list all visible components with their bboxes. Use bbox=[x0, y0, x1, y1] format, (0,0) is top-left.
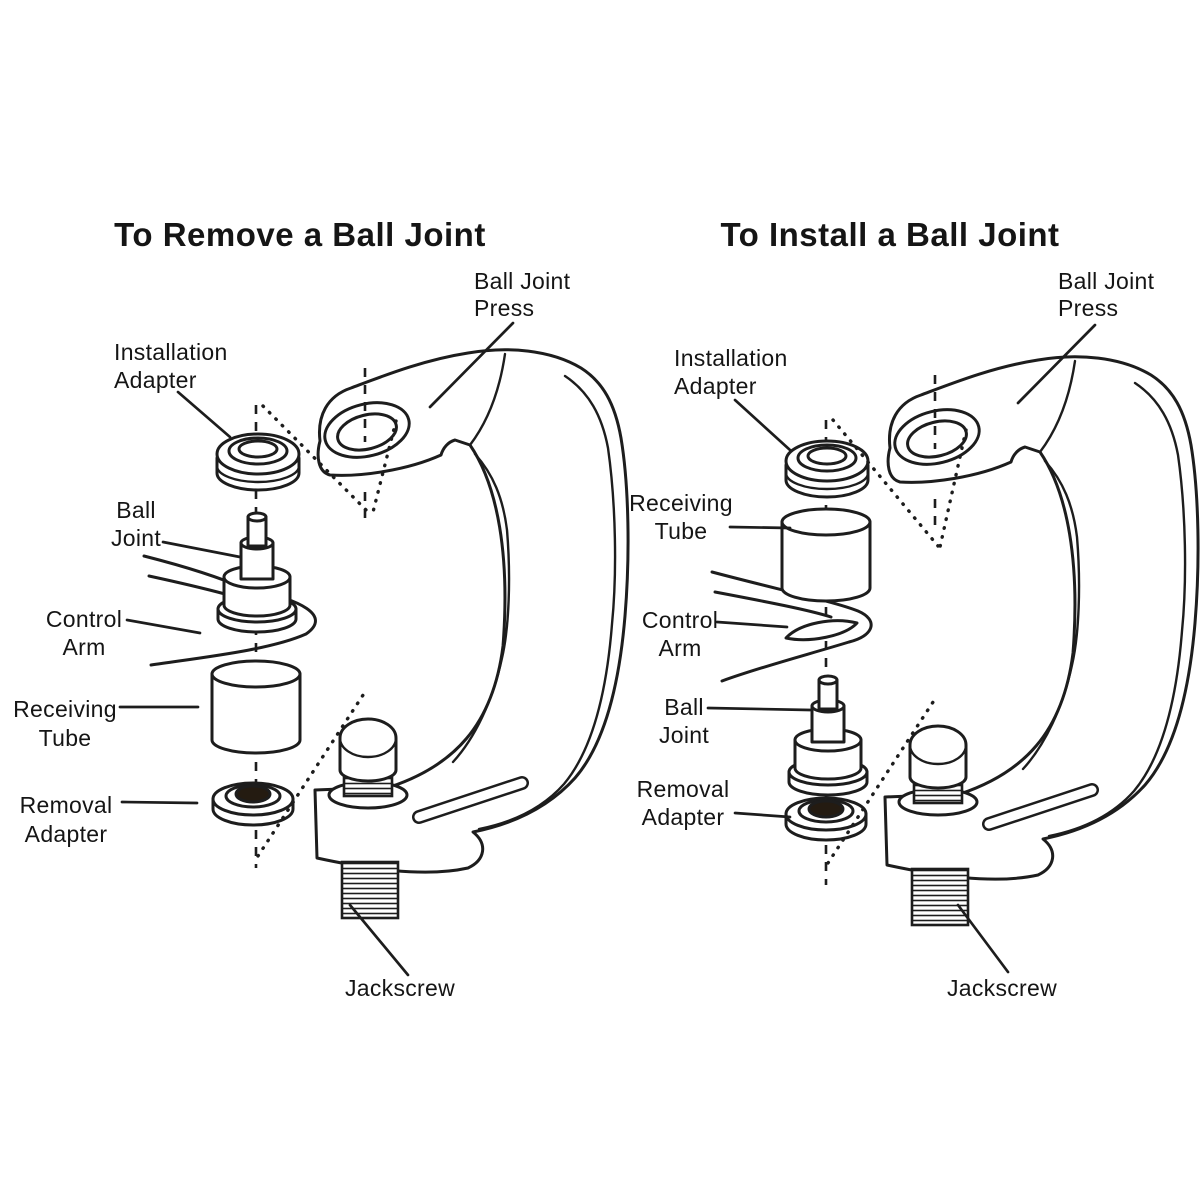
alignment-projection-lines bbox=[826, 418, 968, 865]
leader-lines bbox=[118, 321, 515, 977]
label-ball-joint-press: Ball Joint bbox=[474, 268, 571, 294]
label-installation-adapter: Installation bbox=[114, 339, 228, 365]
svg-text:Press: Press bbox=[474, 295, 534, 321]
remove-labels: Ball Joint Press Installation Adapter Ba… bbox=[13, 268, 570, 1001]
leader-ball-joint bbox=[706, 706, 812, 712]
label-control-arm: Control bbox=[46, 606, 122, 632]
label-removal-adapter: Removal bbox=[637, 776, 730, 802]
install-labels: Ball Joint Press Installation Adapter Re… bbox=[629, 268, 1154, 1001]
svg-text:Tube: Tube bbox=[655, 518, 708, 544]
install-title: To Install a Ball Joint bbox=[720, 216, 1059, 253]
leader-jackscrew bbox=[956, 903, 1010, 974]
leader-control-arm bbox=[125, 618, 202, 635]
leader-ball-joint-press bbox=[428, 321, 515, 409]
leader-control-arm bbox=[715, 620, 789, 629]
remove-diagram: To Remove a Ball Joint Ball Joint Press … bbox=[13, 216, 628, 1001]
svg-text:Tube: Tube bbox=[39, 725, 92, 751]
label-installation-adapter: Installation bbox=[674, 345, 788, 371]
svg-text:Adapter: Adapter bbox=[642, 804, 725, 830]
label-ball-joint: Ball bbox=[664, 694, 704, 720]
leader-ball-joint-press bbox=[1016, 323, 1097, 405]
control-arm-drawing bbox=[710, 570, 873, 683]
leader-installation-adapter bbox=[733, 398, 792, 452]
label-jackscrew: Jackscrew bbox=[947, 975, 1057, 1001]
leader-installation-adapter bbox=[176, 390, 232, 439]
leader-lines bbox=[706, 323, 1097, 974]
label-receiving-tube: Receiving bbox=[13, 696, 117, 722]
leader-ball-joint bbox=[161, 540, 242, 559]
alignment-projection-lines bbox=[256, 404, 398, 858]
install-diagram: To Install a Ball Joint Ball Joint Press… bbox=[629, 216, 1198, 1001]
label-control-arm: Control bbox=[642, 607, 718, 633]
svg-text:Adapter: Adapter bbox=[674, 373, 757, 399]
svg-text:Arm: Arm bbox=[62, 634, 105, 660]
label-ball-joint: Ball bbox=[116, 497, 156, 523]
label-receiving-tube: Receiving bbox=[629, 490, 733, 516]
svg-text:Arm: Arm bbox=[658, 635, 701, 661]
svg-text:Adapter: Adapter bbox=[25, 821, 108, 847]
leader-jackscrew bbox=[348, 903, 410, 977]
svg-text:Press: Press bbox=[1058, 295, 1118, 321]
svg-text:Joint: Joint bbox=[659, 722, 709, 748]
leader-removal-adapter bbox=[733, 811, 792, 819]
svg-text:Adapter: Adapter bbox=[114, 367, 197, 393]
remove-title: To Remove a Ball Joint bbox=[114, 216, 486, 253]
svg-text:Joint: Joint bbox=[111, 525, 161, 551]
label-jackscrew: Jackscrew bbox=[345, 975, 455, 1001]
label-removal-adapter: Removal bbox=[20, 792, 113, 818]
leader-removal-adapter bbox=[120, 800, 199, 805]
label-ball-joint-press: Ball Joint bbox=[1058, 268, 1155, 294]
leader-receiving-tube bbox=[728, 525, 792, 530]
